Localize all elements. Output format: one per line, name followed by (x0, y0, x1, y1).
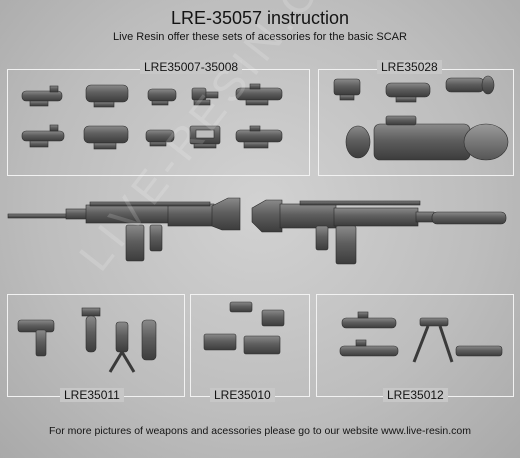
scar-rifle-right-icon (251, 199, 507, 265)
set-label-night-sights: LRE35028 (377, 60, 442, 74)
thermal-sight-icon (345, 115, 509, 161)
bipod-icon (412, 317, 454, 363)
page-title: LRE-35057 instruction (170, 8, 350, 28)
set-label-grips: LRE35011 (60, 388, 124, 402)
rail-light-icon (455, 345, 503, 357)
lasers-set (203, 301, 285, 355)
grips-set (17, 307, 157, 373)
reflex-sight-icon (147, 88, 177, 106)
night-sights-set (333, 75, 509, 161)
optics-row-2 (21, 124, 283, 150)
acog-scope-icon (21, 85, 63, 107)
scope-long-icon (341, 311, 397, 329)
footer-text: For more pictures of weapons and acessor… (49, 425, 471, 437)
clip-on-sight-icon (445, 75, 495, 95)
rifle-scope-icon (235, 125, 283, 149)
page-subtitle: Live Resin offer these sets of acessorie… (113, 31, 407, 43)
scope-long-icon (339, 339, 399, 357)
red-dot-icon (191, 87, 219, 106)
set-label-optics: LRE35007-35008 (140, 60, 243, 74)
set-label-bipod: LRE35012 (383, 388, 448, 402)
scar-rifle-left-icon (7, 197, 241, 262)
vertical-grip-icon (81, 307, 101, 353)
set-label-lasers: LRE35010 (210, 388, 275, 402)
magnifier-icon (85, 84, 129, 108)
rifle-scope-icon (235, 83, 283, 106)
compact-sight-icon (333, 78, 361, 101)
bipod-grip-icon (108, 321, 136, 373)
holo-sight-icon (189, 125, 221, 149)
peq-box-icon (243, 335, 281, 355)
bipod-set (339, 311, 503, 363)
optics-row-1 (21, 83, 283, 108)
scope-icon (385, 82, 431, 103)
laser-module-icon (261, 309, 285, 327)
acog-scope-icon (21, 124, 65, 148)
reflex-sight-icon (145, 129, 175, 147)
laser-module-icon (229, 301, 253, 313)
foregrip-icon (141, 319, 157, 361)
peq-box-icon (203, 333, 237, 351)
magnifier-icon (83, 125, 129, 150)
weapon-light-icon (17, 319, 55, 357)
